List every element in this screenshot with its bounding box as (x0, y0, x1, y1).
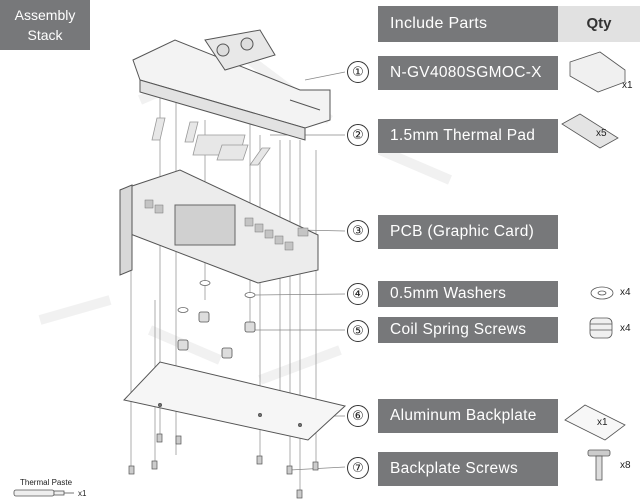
part-label-3: PCB (Graphic Card) (378, 215, 558, 249)
backplate-screws (128, 433, 319, 499)
part-number-5: ⑤ (347, 320, 369, 342)
part-number-7: ⑦ (347, 457, 369, 479)
coil-spring-screws (177, 311, 256, 359)
qty-thumbnails (561, 51, 626, 481)
part-label-1: N-GV4080SGMOC-X (378, 56, 558, 90)
water-block (132, 29, 331, 141)
part-qty-2: x5 (596, 128, 607, 139)
part-qty-5: x4 (620, 323, 631, 334)
pcb-board (119, 169, 319, 284)
include-parts-header: Include Parts (378, 6, 558, 42)
qty-header: Qty (558, 6, 640, 42)
part-qty-4: x4 (620, 287, 631, 298)
thermal-paste-label: Thermal Paste (20, 478, 73, 487)
part-label-4: 0.5mm Washers (378, 281, 558, 307)
screw-thumb-icon (587, 449, 611, 481)
part-qty-1: x1 (622, 80, 633, 91)
part-number-1: ① (347, 61, 369, 83)
part-number-2: ② (347, 124, 369, 146)
washers (177, 280, 256, 313)
diagram-title: Assembly Stack (0, 0, 90, 50)
part-label-7: Backplate Screws (378, 452, 558, 486)
thermal-pads (151, 117, 271, 166)
thermal-paste-syringe (13, 489, 74, 497)
part-qty-6: x1 (597, 417, 608, 428)
part-qty-7: x8 (620, 460, 631, 471)
part-number-3: ③ (347, 220, 369, 242)
thermal-pad-thumb-icon (561, 113, 619, 149)
part-number-4: ④ (347, 283, 369, 305)
part-label-5: Coil Spring Screws (378, 317, 558, 343)
part-label-2: 1.5mm Thermal Pad (378, 119, 558, 153)
thermal-paste-qty: x1 (78, 489, 87, 498)
washer-thumb-icon (590, 286, 614, 300)
water-block-thumb-icon (569, 51, 626, 93)
part-label-6: Aluminum Backplate (378, 399, 558, 433)
backplate-thumb-icon (564, 404, 626, 441)
part-number-6: ⑥ (347, 405, 369, 427)
backplate (123, 361, 347, 441)
spring-screw-thumb-icon (589, 317, 613, 339)
